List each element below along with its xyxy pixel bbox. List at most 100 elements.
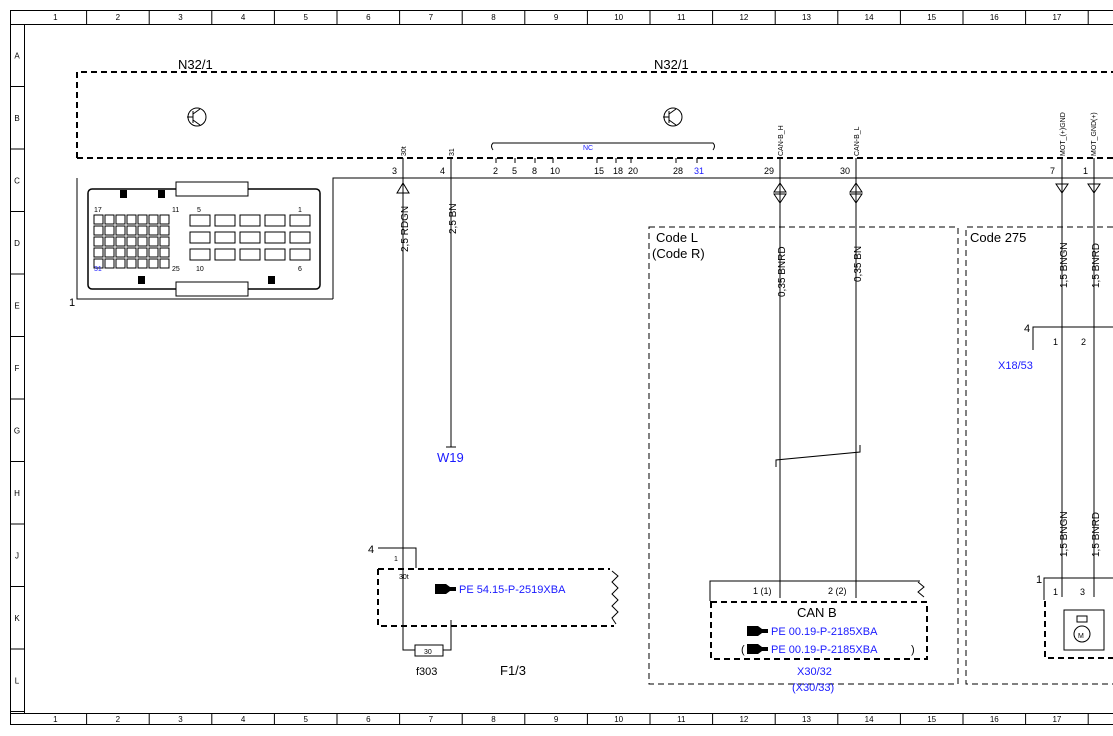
signal-mot-ygnd: MOT_(+)GND	[1060, 112, 1067, 156]
connector-cavity	[115, 225, 126, 236]
ruler-col-label: 6	[366, 715, 371, 724]
connector-cavity	[93, 236, 104, 247]
n32-module-box	[76, 71, 1113, 159]
ruler-col-label: 9	[554, 13, 559, 22]
wire-label-bnrd-top: 1,5 BNRD	[1091, 243, 1102, 288]
pin-3: 3	[392, 166, 397, 176]
ruler-col-label: 12	[739, 715, 748, 724]
ruler-col-label: 1	[53, 13, 58, 22]
ruler-col-label: 4	[241, 13, 246, 22]
connector-cavity	[148, 225, 159, 236]
ruler-col-label: 10	[614, 13, 623, 22]
connector-cavity	[214, 214, 236, 227]
ruler-col-label: 7	[429, 715, 434, 724]
wire-label-bngn-bot: 1,5 BNGN	[1059, 511, 1070, 557]
ruler-col-label: 16	[990, 715, 999, 724]
ref-pe-0019-a[interactable]: PE 00.19-P-2185XBA	[771, 626, 878, 638]
motor-icon: M	[1078, 633, 1084, 640]
wire-label-bnrd: 0,35 BNRD	[777, 246, 788, 297]
ruler-col-label: 8	[491, 13, 496, 22]
connector-cavity	[264, 231, 286, 244]
connector-cavity	[148, 236, 159, 247]
connector-cavity	[148, 214, 159, 225]
connector-cavity	[159, 225, 170, 236]
ruler-row-label: A	[14, 51, 20, 60]
ruler-row-label: K	[14, 614, 20, 623]
connector-cavity	[239, 214, 261, 227]
ref-pe-0019-b[interactable]: PE 00.19-P-2185XBA	[771, 644, 878, 656]
code-275-label: Code 275	[970, 230, 1026, 245]
transistor-icon	[663, 107, 683, 127]
connector-cavity	[104, 214, 115, 225]
wire-label-rdgn: 2,5 RDGN	[400, 206, 411, 252]
ruler-col-label: 15	[927, 715, 936, 724]
transistor-icon	[187, 107, 207, 127]
signal-30t: 30t	[401, 146, 408, 156]
ruler-col-label: 5	[303, 13, 308, 22]
nc-pin: 20	[628, 166, 638, 176]
ruler-col-label: 6	[366, 13, 371, 22]
nc-pin: 10	[550, 166, 560, 176]
ruler-col-label: 17	[1052, 13, 1061, 22]
conn-label-31: 31	[94, 266, 102, 273]
connector-pictogram	[87, 181, 321, 297]
pointing-hand-icon	[747, 626, 768, 654]
motor-pin-3: 3	[1080, 587, 1085, 597]
ruler-col-label: 14	[865, 13, 874, 22]
code-l-label: Code L	[656, 230, 698, 245]
ruler-col-label: 13	[802, 715, 811, 724]
connector-cavity	[126, 225, 137, 236]
connector-cavity	[126, 258, 137, 269]
motor-block	[1043, 577, 1113, 659]
pin-7: 7	[1050, 166, 1055, 176]
ruler-col-label: 17	[1052, 715, 1061, 724]
connector-x30-33[interactable]: (X30/33)	[792, 682, 834, 694]
pointing-hand-icon	[435, 584, 456, 594]
connector-cavity	[126, 214, 137, 225]
w19-ground[interactable]: W19	[437, 450, 464, 465]
ruler-row-label: B	[14, 114, 19, 123]
nc-bracket	[491, 142, 715, 151]
ruler-row-label: J	[15, 551, 19, 560]
conn-label-6: 6	[298, 266, 302, 273]
ruler-row-label: D	[14, 239, 20, 248]
pin-1: 1	[1083, 166, 1088, 176]
connector-x30-32[interactable]: X30/32	[797, 666, 832, 678]
connector-cavity	[104, 225, 115, 236]
x18-pin-1: 1	[1053, 337, 1058, 347]
x18-pin-2: 2	[1081, 337, 1086, 347]
nc-label: NC	[583, 145, 593, 152]
connector-cavity	[93, 258, 104, 269]
conn-label-1: 1	[298, 207, 302, 214]
nc-pin: 31	[694, 166, 704, 176]
ruler-col-label: 16	[990, 13, 999, 22]
ruler-row-label: C	[14, 176, 20, 185]
connector-cavity	[115, 236, 126, 247]
ruler-col-label: 11	[677, 13, 686, 22]
wire-rdgn	[396, 158, 410, 627]
ruler-col-label: 15	[927, 13, 936, 22]
conn-label-17: 17	[94, 207, 102, 214]
motor-block-num: 1	[1036, 574, 1042, 586]
ruler-frame: 1122334455667788991010111112121313141415…	[10, 10, 1113, 725]
connector-cavity	[264, 214, 286, 227]
nc-pin: 28	[673, 166, 683, 176]
x18-num: 4	[1024, 323, 1030, 335]
connector-x18-53[interactable]: X18/53	[998, 360, 1033, 372]
paren-open: (	[741, 644, 745, 656]
ruler-col-label: 2	[116, 715, 121, 724]
code-l-box	[648, 226, 959, 685]
wire-label-bnrd-bot: 1,5 BNRD	[1091, 512, 1102, 557]
pin-4: 4	[440, 166, 445, 176]
ruler-col-label: 1	[53, 715, 58, 724]
ref-pe-5415[interactable]: PE 54.15-P-2519XBA	[459, 584, 566, 596]
fuse-f303[interactable]: f303	[416, 666, 437, 678]
can-pin-2: 2 (2)	[828, 586, 847, 596]
connector-cavity	[148, 258, 159, 269]
connector-cavity	[239, 248, 261, 261]
code-275-box	[965, 226, 1113, 685]
signal-mot-gnd: MOT_GND(+)	[1091, 112, 1098, 156]
fuse-box-f1-3[interactable]: F1/3	[500, 663, 526, 678]
wire-label-bn: 2,5 BN	[448, 203, 459, 234]
signal-can-h: CAN-B_H	[778, 125, 785, 156]
